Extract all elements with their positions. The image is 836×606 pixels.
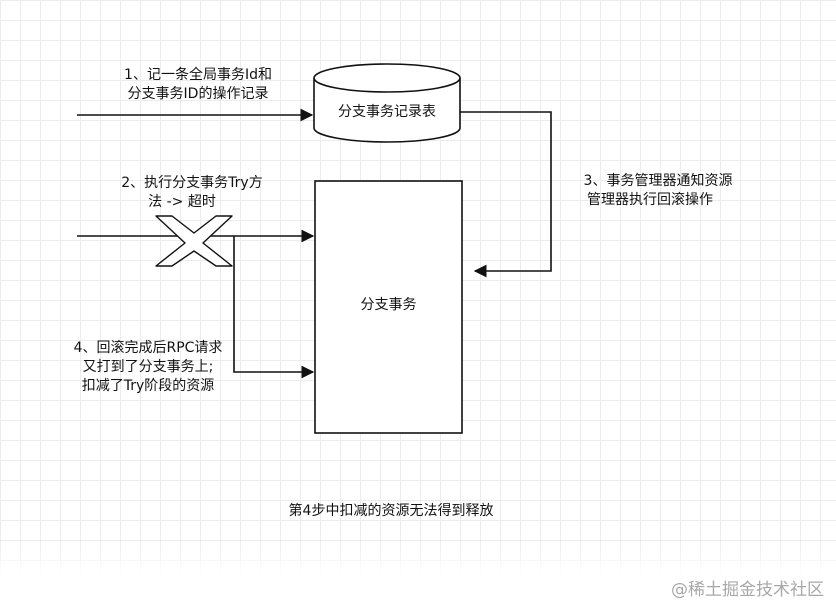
step1-line-2: 分支事务ID的操作记录 [127,86,269,102]
step1-line-1: 1、记一条全局事务Id和 [124,67,272,83]
timeout-cross-shape [155,215,233,267]
step3-arrow [460,111,552,278]
db-label: 分支事务记录表 [338,104,436,120]
step2-line-2: 法 -> 超时 [148,194,216,210]
conclusion-label: 第4步中扣减的资源无法得到释放 [288,503,494,519]
branch-transaction-box [314,180,463,434]
step4-line-2: 又打到了分支事务上; [82,359,214,375]
step4-line-1: 4、回滚完成后RPC请求 [73,340,223,356]
watermark: @稀土掘金技术社区 [671,580,824,600]
step3-line-1: 3、事务管理器通知资源 [583,173,733,189]
db-cylinder-shape [313,63,461,143]
step2-line-1: 2、执行分支事务Try方 [121,175,263,191]
bottom-fade [0,540,836,606]
step3-line-2: 管理器执行回滚操作 [587,192,713,208]
step4-arrow [233,236,315,379]
step4-line-3: 扣减了Try阶段的资源 [81,378,215,394]
branch-transaction-label: 分支事务 [360,297,417,313]
